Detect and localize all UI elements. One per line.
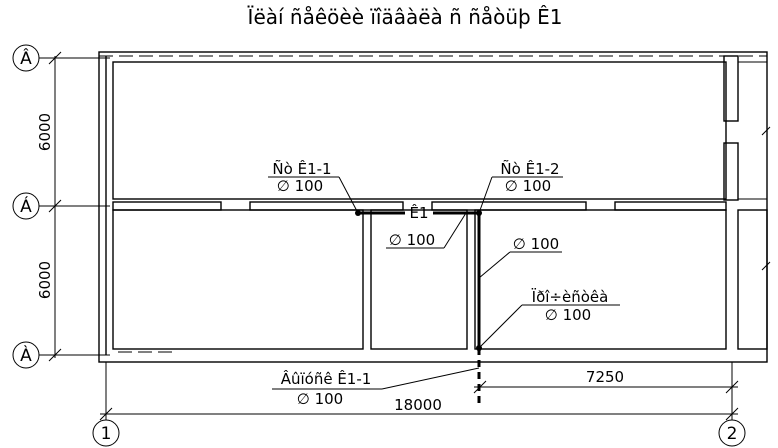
riser-1-diameter: ∅ 100 — [277, 177, 323, 195]
sewer-network-k1 — [355, 210, 482, 404]
axis-bubble-bottom: À — [12, 341, 40, 369]
axis-label-col-2: 2 — [727, 424, 738, 444]
pipe-diameter-b: ∅ 100 — [513, 235, 559, 253]
cleanout-diameter: ∅ 100 — [545, 306, 591, 324]
axis-label-col-1: 1 — [101, 424, 112, 444]
cleanout-leader — [478, 304, 620, 349]
cleanout-name: Ïðî÷èñòêà — [532, 287, 609, 306]
axis-bubble-mid: Á — [12, 192, 40, 220]
riser-1-leader — [268, 176, 359, 214]
outlet-leader — [272, 367, 480, 390]
riser-2-leader — [478, 176, 563, 214]
lower-rooms — [112, 209, 727, 350]
right-end-walls — [723, 55, 771, 350]
vertical-dimension-chain — [48, 51, 62, 362]
axis-label-mid: Á — [20, 195, 32, 217]
horizontal-dimension-total — [99, 407, 739, 421]
dimension-outlet-offset: 7250 — [586, 368, 624, 386]
axis-label-top: Â — [20, 47, 32, 69]
axis-bubble-col-1: 1 — [92, 419, 120, 447]
axis-label-bottom: À — [20, 344, 32, 366]
dimension-total-length: 18000 — [394, 396, 442, 414]
outer-walls — [98, 51, 768, 363]
outlet-name: Âûïóñê Ê1-1 — [281, 369, 372, 388]
dimension-lower-span: 6000 — [36, 261, 54, 299]
pipe-diameter-a: ∅ 100 — [389, 231, 435, 249]
riser-2-diameter: ∅ 100 — [505, 177, 551, 195]
network-label: Ê1 — [409, 203, 428, 222]
pipe-diameter-leader-b — [478, 251, 562, 279]
riser-2-name: Ñò Ê1-2 — [500, 159, 559, 178]
axis-bubble-col-2: 2 — [718, 419, 746, 447]
outlet-diameter: ∅ 100 — [297, 390, 343, 408]
riser-1-name: Ñò Ê1-1 — [272, 159, 331, 178]
pipe-diameter-leader-a — [386, 212, 467, 249]
axis-bubble-top: Â — [12, 44, 40, 72]
upper-room — [112, 61, 727, 200]
dimension-upper-span: 6000 — [36, 113, 54, 151]
drawing-title: Ïëàí ñåêöèè ïîäâàëà ñ ñåòüþ Ê1 — [248, 5, 563, 29]
